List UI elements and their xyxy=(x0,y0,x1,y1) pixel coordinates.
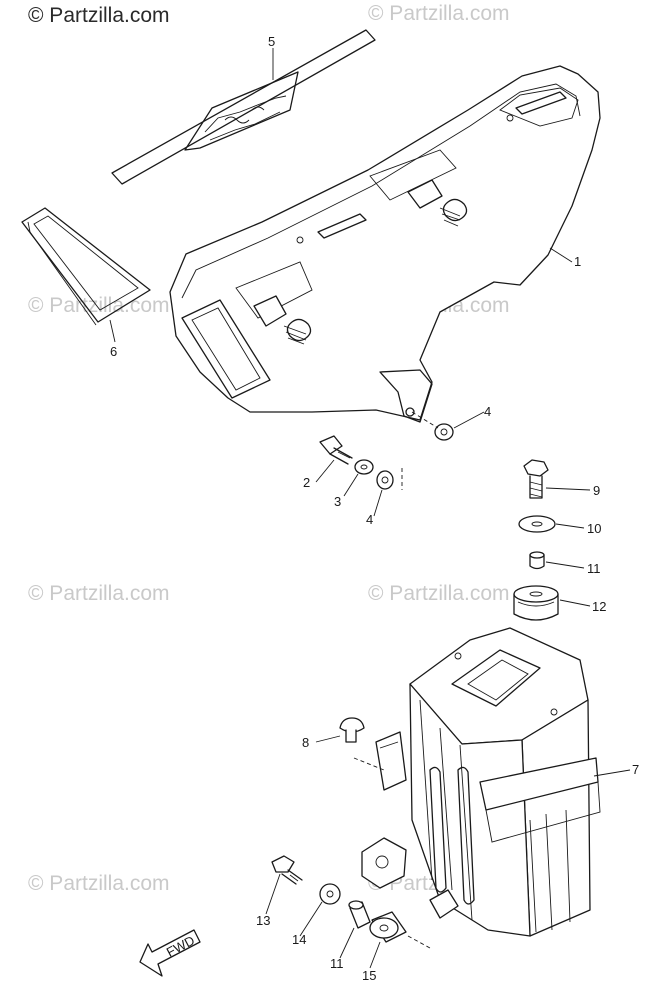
emblem-strip-part xyxy=(111,29,376,185)
callout-4-upper: 4 xyxy=(484,404,491,419)
callout-6: 6 xyxy=(110,344,117,359)
grommet-clip xyxy=(253,295,312,345)
washer-10 xyxy=(518,515,556,533)
watermark: © Partzilla.com xyxy=(368,2,510,25)
callout-12: 12 xyxy=(592,599,606,614)
callout-15: 15 xyxy=(362,968,376,983)
damper-12 xyxy=(513,585,559,621)
collar-11 xyxy=(529,551,545,570)
callout-10: 10 xyxy=(587,521,601,536)
bolt-13 xyxy=(271,855,303,885)
callout-11-lower: 11 xyxy=(330,956,344,971)
collar-11-lower xyxy=(348,900,371,929)
callout-1: 1 xyxy=(574,254,581,269)
callout-13: 13 xyxy=(256,913,270,928)
callout-9: 9 xyxy=(593,483,600,498)
bolt-2 xyxy=(319,435,353,465)
callout-2: 2 xyxy=(303,475,310,490)
bolt-9 xyxy=(523,459,549,499)
washer-14 xyxy=(319,883,341,905)
watermark: © Partzilla.com xyxy=(368,582,510,605)
callout-7: 7 xyxy=(632,762,639,777)
knob-8 xyxy=(339,717,365,743)
callout-8: 8 xyxy=(302,735,309,750)
badge-part xyxy=(21,207,151,326)
watermark: © Partzilla.com xyxy=(28,582,170,605)
side-cover-part xyxy=(169,65,601,423)
watermark: © Partzilla.com xyxy=(28,294,170,317)
callout-4-lower: 4 xyxy=(366,512,373,527)
callout-11-upper: 11 xyxy=(587,561,601,576)
fwd-label: FWD xyxy=(164,933,197,960)
grommet-4-lower xyxy=(376,470,394,490)
leader-lines xyxy=(109,48,631,969)
callout-3: 3 xyxy=(334,494,341,509)
forward-arrow-icon: FWD xyxy=(139,929,201,977)
grommet-4-upper xyxy=(434,423,454,441)
washer-3 xyxy=(354,459,374,475)
callout-14: 14 xyxy=(292,932,306,947)
watermark: © Partzilla.com xyxy=(28,872,170,895)
callout-5: 5 xyxy=(268,34,275,49)
watermark-top-left: © Partzilla.com xyxy=(28,4,170,27)
damper-15 xyxy=(369,911,407,943)
grommet-clip xyxy=(407,179,468,227)
battery-box-part xyxy=(361,627,601,937)
